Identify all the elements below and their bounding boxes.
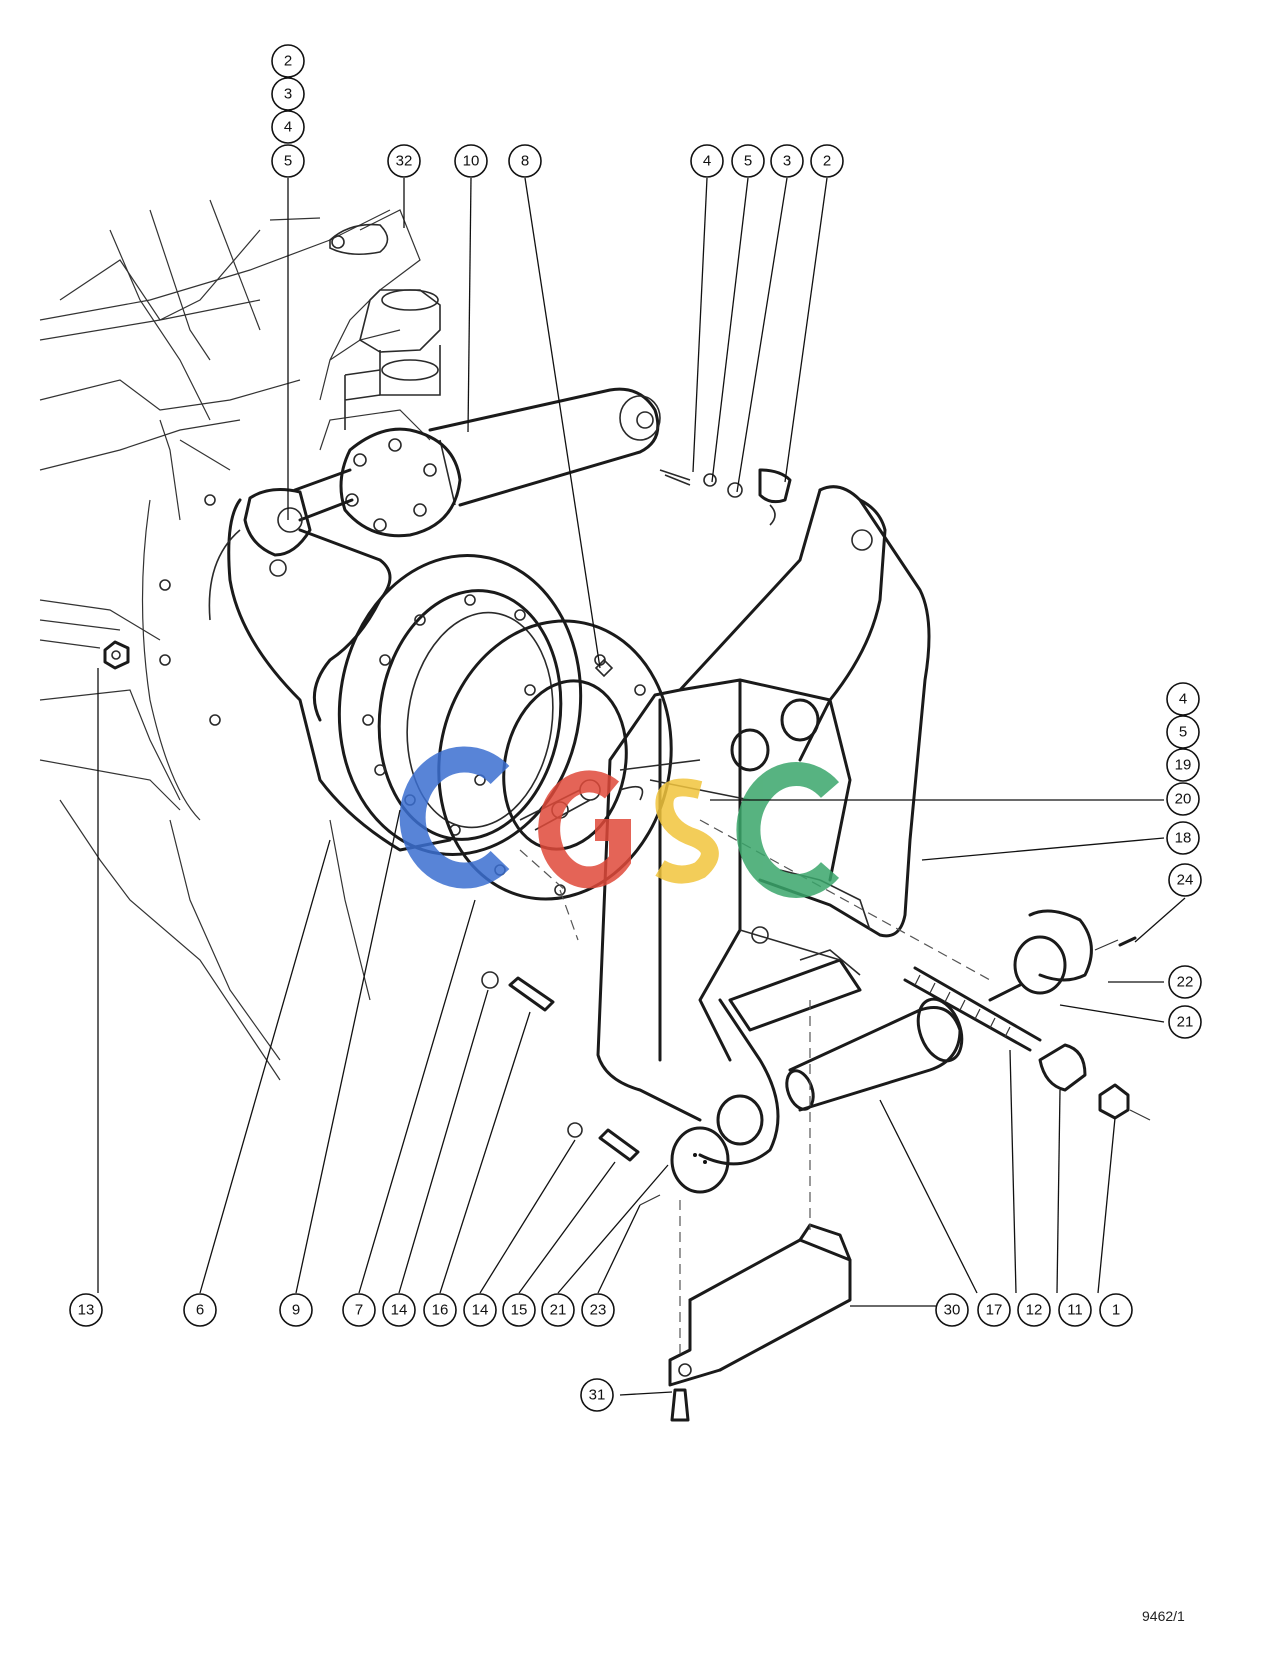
- svg-text:14: 14: [472, 1302, 489, 1319]
- callout-12: 12: [1017, 1293, 1051, 1327]
- svg-text:11: 11: [1067, 1302, 1083, 1319]
- svg-text:1: 1: [1112, 1302, 1120, 1319]
- axle-housing-background: [39, 199, 431, 1081]
- callout-11: 11: [1058, 1293, 1092, 1327]
- callout-5-right: 5: [731, 144, 765, 178]
- hydraulic-cylinder: [243, 387, 661, 577]
- svg-text:13: 13: [78, 1302, 95, 1319]
- callout-5-side: 5: [1166, 715, 1200, 749]
- svg-text:14: 14: [391, 1302, 408, 1319]
- svg-text:6: 6: [196, 1302, 204, 1319]
- drawing-number: 9462/1: [1142, 1608, 1185, 1624]
- callout-18: 18: [1166, 821, 1200, 855]
- nut-13: [103, 640, 130, 670]
- svg-text:3: 3: [284, 86, 292, 103]
- svg-text:17: 17: [986, 1302, 1003, 1319]
- watermark-c-blue: [399, 746, 510, 889]
- callout-32: 32: [387, 144, 421, 178]
- pivot-bracket: [329, 223, 441, 430]
- callout-21-right: 21: [1168, 1005, 1202, 1039]
- callout-20: 20: [1166, 782, 1200, 816]
- threaded-rod: [903, 966, 1042, 1052]
- callout-15: 15: [502, 1293, 536, 1327]
- callout-8: 8: [508, 144, 542, 178]
- svg-text:5: 5: [744, 153, 752, 170]
- watermark-s-yellow: [655, 778, 719, 884]
- svg-text:16: 16: [432, 1302, 449, 1319]
- svg-text:31: 31: [589, 1387, 606, 1404]
- callout-balloons: 2 3 4 5 32 10 8 4 5 3 2 4 5 19 20 18 24 …: [69, 44, 1202, 1412]
- svg-text:7: 7: [355, 1302, 363, 1319]
- callout-10: 10: [454, 144, 488, 178]
- svg-text:8: 8: [521, 153, 529, 170]
- end-plates: [639, 909, 1137, 1206]
- svg-text:4: 4: [703, 153, 711, 170]
- watermark-c-green: [736, 762, 840, 898]
- svg-text:24: 24: [1177, 872, 1194, 889]
- callout-14-b: 14: [463, 1293, 497, 1327]
- callout-31: 31: [580, 1378, 614, 1412]
- callout-19: 19: [1166, 748, 1200, 782]
- cross-member: [728, 929, 862, 1032]
- callout-4-top: 4: [271, 110, 305, 144]
- svg-text:2: 2: [284, 53, 292, 70]
- callout-5-top: 5: [271, 144, 305, 178]
- watermark-logo: [399, 746, 840, 898]
- svg-text:3: 3: [783, 153, 791, 170]
- svg-text:22: 22: [1177, 974, 1194, 991]
- callout-21-bottom: 21: [541, 1293, 575, 1327]
- svg-text:20: 20: [1175, 791, 1192, 808]
- svg-text:2: 2: [823, 153, 831, 170]
- callout-13: 13: [69, 1293, 103, 1327]
- callout-17: 17: [977, 1293, 1011, 1327]
- callout-3-right: 3: [770, 144, 804, 178]
- callout-23: 23: [581, 1293, 615, 1327]
- pivot-pin: [785, 997, 964, 1112]
- svg-text:4: 4: [1179, 691, 1187, 708]
- callout-9: 9: [279, 1293, 313, 1327]
- callout-6: 6: [183, 1293, 217, 1327]
- svg-text:18: 18: [1175, 830, 1192, 847]
- svg-text:32: 32: [396, 153, 413, 170]
- callout-3-top: 3: [271, 77, 305, 111]
- svg-text:12: 12: [1026, 1302, 1043, 1319]
- callout-2-top: 2: [271, 44, 305, 78]
- leader-lines: [97, 177, 1186, 1396]
- svg-text:15: 15: [511, 1302, 528, 1319]
- svg-text:19: 19: [1175, 757, 1192, 774]
- callout-24: 24: [1168, 863, 1202, 897]
- svg-text:23: 23: [590, 1302, 607, 1319]
- main-bracket: [596, 485, 931, 1166]
- svg-text:10: 10: [463, 153, 480, 170]
- svg-text:5: 5: [284, 153, 292, 170]
- callout-2-right: 2: [810, 144, 844, 178]
- callout-1: 1: [1099, 1293, 1133, 1327]
- guard-plate: [668, 1000, 852, 1422]
- callout-22: 22: [1168, 965, 1202, 999]
- callout-14-a: 14: [382, 1293, 416, 1327]
- svg-text:5: 5: [1179, 724, 1187, 741]
- svg-text:21: 21: [1177, 1014, 1194, 1031]
- svg-text:30: 30: [944, 1302, 961, 1319]
- callout-4-right: 4: [690, 144, 724, 178]
- callout-4-side: 4: [1166, 682, 1200, 716]
- svg-text:9: 9: [292, 1302, 300, 1319]
- callout-16: 16: [423, 1293, 457, 1327]
- callout-30: 30: [935, 1293, 969, 1327]
- svg-text:21: 21: [550, 1302, 567, 1319]
- svg-text:4: 4: [284, 119, 292, 136]
- watermark-g-red: [538, 770, 631, 889]
- spacer-and-nut: [1038, 1043, 1151, 1121]
- callout-7: 7: [342, 1293, 376, 1327]
